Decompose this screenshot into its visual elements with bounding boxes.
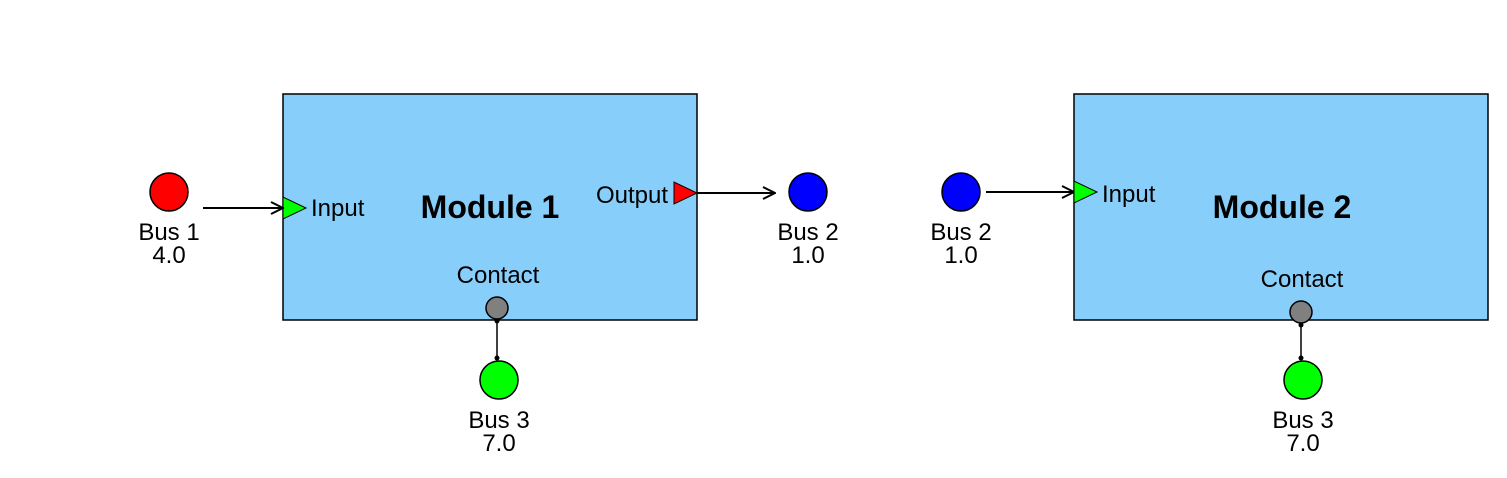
module-1[interactable]: Module 1 Input Output Contact xyxy=(282,93,699,321)
module-2-box[interactable] xyxy=(1073,93,1489,321)
module-1-output-label: Output xyxy=(596,182,668,209)
bus-2-value-a: 1.0 xyxy=(791,242,824,269)
bus-3-node-a[interactable]: Bus 3 7.0 xyxy=(468,360,530,457)
bus-3-circle-a[interactable] xyxy=(479,360,519,400)
bus-1-circle[interactable] xyxy=(149,172,189,212)
bus-2-node-a[interactable]: Bus 2 1.0 xyxy=(777,172,839,269)
bus-1-value: 4.0 xyxy=(152,242,185,269)
module-2-contact-port[interactable] xyxy=(1289,300,1313,324)
module-1-contact-port[interactable] xyxy=(485,296,509,320)
module-1-contact-link xyxy=(494,318,500,361)
module-2-contact-link xyxy=(1298,322,1304,361)
bus-1-name: Bus 1 xyxy=(138,219,199,246)
bus-3-circle-b[interactable] xyxy=(1283,360,1323,400)
bus-3-name-b: Bus 3 xyxy=(1272,407,1333,434)
bus-3-name-a: Bus 3 xyxy=(468,407,529,434)
bus-2-circle-b[interactable] xyxy=(941,172,981,212)
bus-3-value-a: 7.0 xyxy=(482,430,515,457)
bus-1-node[interactable]: Bus 1 4.0 xyxy=(138,172,200,269)
bus-2-value-b: 1.0 xyxy=(944,242,977,269)
module-2-input-port[interactable] xyxy=(1073,180,1099,204)
bus-2-name-b: Bus 2 xyxy=(930,219,991,246)
bus-3-node-b[interactable]: Bus 3 7.0 xyxy=(1272,360,1334,457)
module-2-title: Module 2 xyxy=(1213,189,1352,225)
module-1-contact-label: Contact xyxy=(457,262,540,289)
module-2-contact-label: Contact xyxy=(1261,266,1344,293)
module-1-box[interactable] xyxy=(282,93,698,321)
bus-2-name-a: Bus 2 xyxy=(777,219,838,246)
module-2-input-label: Input xyxy=(1102,181,1156,208)
module-2[interactable]: Module 2 Input Contact xyxy=(1073,93,1489,324)
bus-2-node-b[interactable]: Bus 2 1.0 xyxy=(930,172,992,269)
bus-2-circle-a[interactable] xyxy=(788,172,828,212)
module-1-title: Module 1 xyxy=(421,189,560,225)
bus-3-value-b: 7.0 xyxy=(1286,430,1319,457)
module-1-output-port[interactable] xyxy=(673,181,699,205)
module-1-input-label: Input xyxy=(311,195,365,222)
